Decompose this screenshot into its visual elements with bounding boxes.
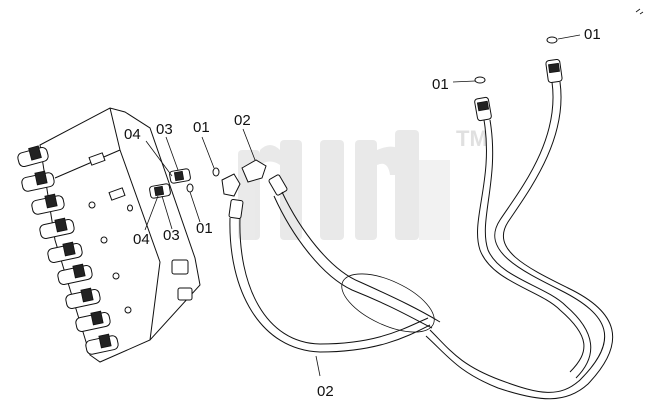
corner-mark	[635, 8, 644, 15]
hose-end-connectors	[221, 159, 288, 219]
seals-top-right	[474, 36, 558, 84]
callout-01-top-right: 01	[584, 26, 601, 43]
callout-04-lower: 04	[133, 231, 150, 248]
hose-02	[229, 191, 441, 353]
callout-01-upper-left: 01	[193, 119, 210, 136]
callout-02-bottom: 02	[317, 383, 334, 400]
callout-03-upper: 03	[156, 121, 173, 138]
fitting-upper	[169, 167, 220, 184]
callout-04-upper: 04	[124, 126, 141, 143]
leader-lines	[144, 34, 581, 377]
watermark-tm: TM	[456, 126, 488, 151]
control-valve-block	[17, 107, 201, 363]
callout-01-lower-left: 01	[196, 220, 213, 237]
valve-bolts	[88, 152, 193, 314]
watermark-logo: TM	[238, 126, 488, 240]
callout-03-lower: 03	[163, 227, 180, 244]
fitting-lower	[127, 183, 194, 212]
callout-02-top: 02	[234, 112, 251, 129]
callout-01-mid: 01	[432, 76, 449, 93]
callouts: 01 01 02 02 04 03 01 04 03 01	[124, 26, 601, 400]
hose-long-runs	[425, 59, 614, 400]
valve-spools	[17, 145, 119, 355]
